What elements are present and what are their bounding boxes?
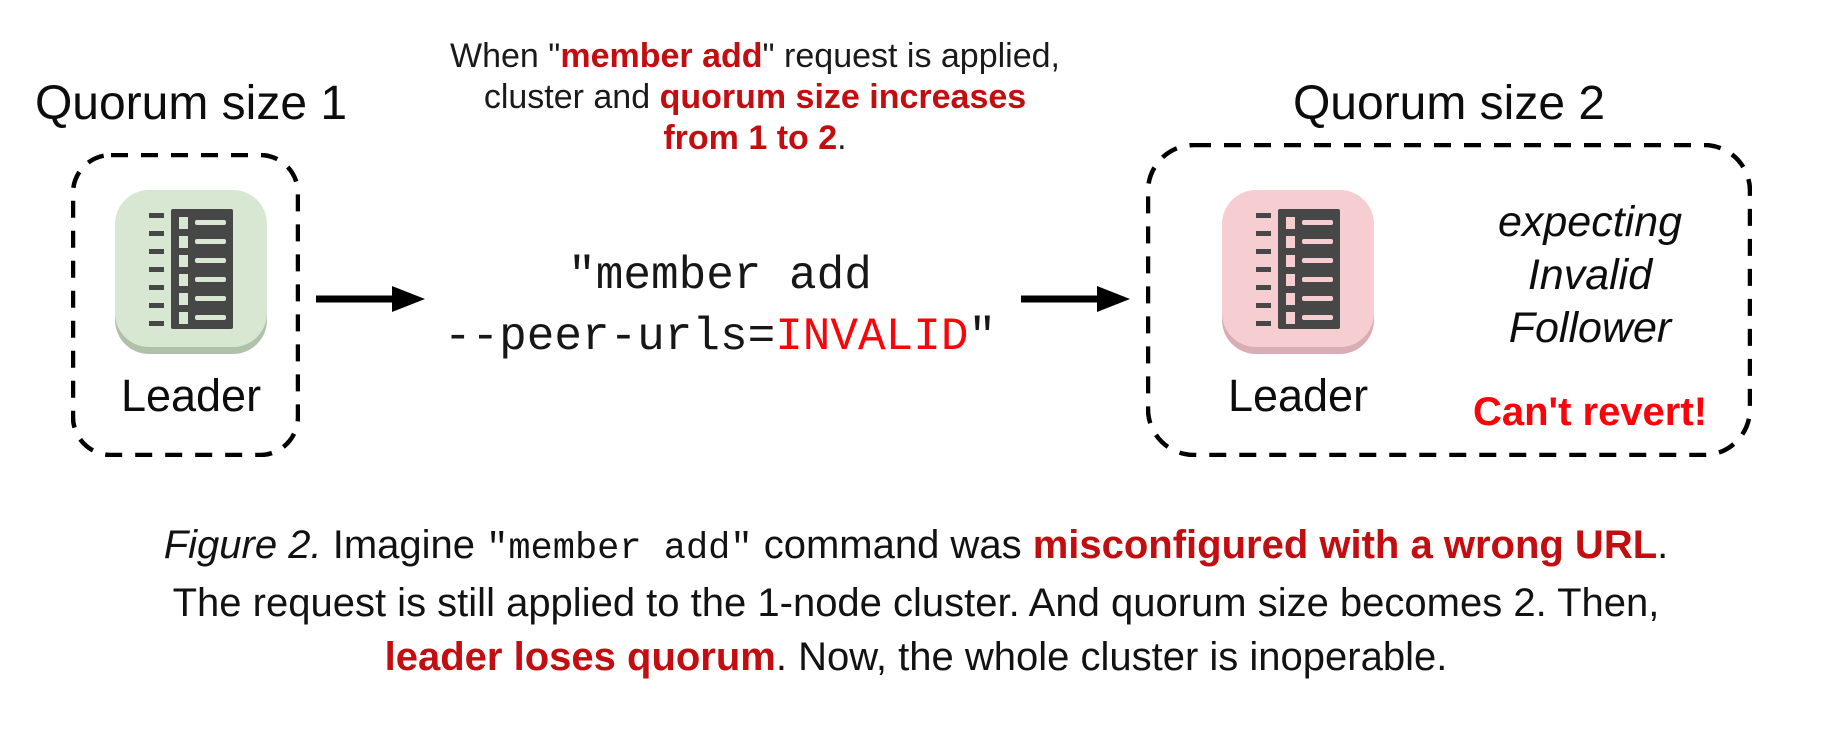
command-line-2: --peer-urls=INVALID": [443, 311, 997, 363]
caption-line-1: Figure 2. Imagine "member add" command w…: [163, 523, 1669, 570]
cluster-boundary-left: [71, 153, 300, 457]
status-line: Invalid: [1527, 251, 1653, 299]
command-line-1: "member add: [568, 250, 872, 302]
leader-label-right: Leader: [1227, 370, 1369, 421]
annotation-line-1: When "member add" request is applied,: [450, 37, 1060, 75]
cluster-boundary-right: [1146, 143, 1752, 457]
arrow-right-icon: [316, 286, 425, 312]
member-add-annotation: When "member add" request is applied, cl…: [390, 36, 1120, 159]
leader-node-left: [115, 190, 267, 347]
status-line: expecting: [1497, 198, 1683, 246]
member-add-command: "member add --peer-urls=INVALID": [400, 246, 1040, 368]
annotation-line-2: cluster and quorum size increases: [483, 78, 1027, 116]
arrow-right-icon: [1021, 286, 1130, 312]
annotation-line-3: from 1 to 2.: [663, 119, 847, 157]
quorum-size-2-title: Quorum size 2: [1292, 77, 1606, 130]
figure-caption: Figure 2. Imagine "member add" command w…: [0, 518, 1832, 684]
leader-node-right: [1222, 190, 1374, 347]
leader-label-left: Leader: [120, 370, 262, 421]
quorum-size-1-title: Quorum size 1: [34, 77, 348, 130]
cant-revert-warning: Can't revert!: [1472, 390, 1708, 434]
raft-log-icon: [149, 208, 233, 329]
expecting-invalid-follower-status: expecting Invalid Follower: [1420, 196, 1760, 355]
caption-line-3: leader loses quorum. Now, the whole clus…: [384, 635, 1448, 679]
caption-line-2: The request is still applied to the 1-no…: [172, 581, 1660, 625]
status-line: Follower: [1508, 304, 1672, 352]
raft-log-icon: [1256, 208, 1340, 329]
